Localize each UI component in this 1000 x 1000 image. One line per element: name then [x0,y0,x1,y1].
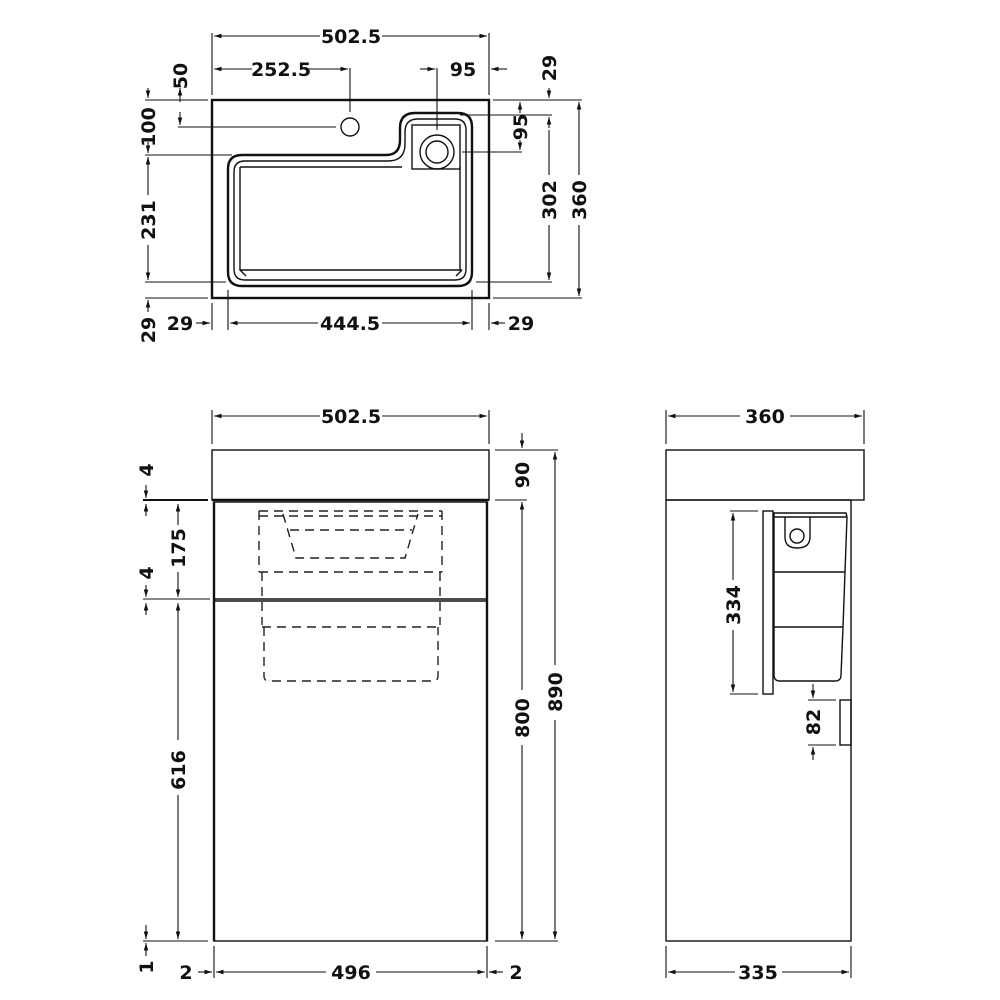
side-back-rail [762,510,774,695]
dim-bowl-width: 444.5 [320,313,380,335]
dim-rim-left: 29 [167,313,193,335]
side-basin-slab [665,449,865,501]
front-view: 502.5 4 175 4 616 1 2 496 2 [136,406,567,984]
door-handle [839,699,852,746]
bowl-rim-outer [226,111,474,288]
dim-side-overall-depth: 360 [745,406,785,428]
dim-waste-offset-right: 95 [450,59,476,81]
dim-door-height: 616 [168,750,190,790]
dim-bowl-depth: 231 [138,200,160,240]
dim-overall-height: 890 [545,672,567,712]
dim-basin-top-offset: 100 [138,107,160,147]
bowl-floor [239,166,462,271]
dim-cabinet-depth: 335 [738,962,778,984]
cabinet-body [213,501,488,942]
dim-overall-depth: 360 [569,180,591,220]
basin-outline [210,98,491,300]
dim-drawer-height: 175 [168,528,190,568]
dim-basin-thickness: 90 [512,462,534,488]
dim-tap-hole-offset-y: 50 [170,63,192,89]
dim-cabinet-height: 800 [512,698,534,738]
dim-waste-offset-top: 95 [510,114,532,140]
side-waste-outlet [784,517,811,549]
dim-cabinet-width: 496 [331,962,371,984]
plan-view: 502.5 252.5 95 50 100 231 29 [138,26,591,343]
dim-rim-bottom: 29 [138,317,160,343]
dim-top-gap: 4 [136,463,158,476]
dim-tap-hole-offset-x: 252.5 [251,59,311,81]
dim-inner-depth: 302 [539,180,561,220]
dim-rim-top-right: 29 [539,55,561,81]
hidden-trap [258,510,443,682]
dim-rim-right: 29 [508,313,534,335]
dim-mid-gap: 4 [136,566,158,579]
dim-left-gap: 2 [179,962,192,984]
dim-trap-height: 334 [723,585,745,625]
side-waste-icon [789,528,805,544]
dim-right-gap: 2 [509,962,522,984]
basin-slab [211,449,490,501]
waste-inner-icon [425,140,449,164]
dim-front-overall-width: 502.5 [321,406,381,428]
waste-outer-icon [419,134,455,170]
side-trap [773,512,848,682]
bowl-corner-bevel [239,269,463,277]
dim-door-handle: 82 [803,709,825,735]
dim-plan-overall-width: 502.5 [321,26,381,48]
tap-hole-icon [340,117,360,137]
dim-bottom-gap: 1 [136,960,158,973]
bowl-rim-inner [233,118,467,281]
side-view: 360 334 82 335 [665,406,865,984]
